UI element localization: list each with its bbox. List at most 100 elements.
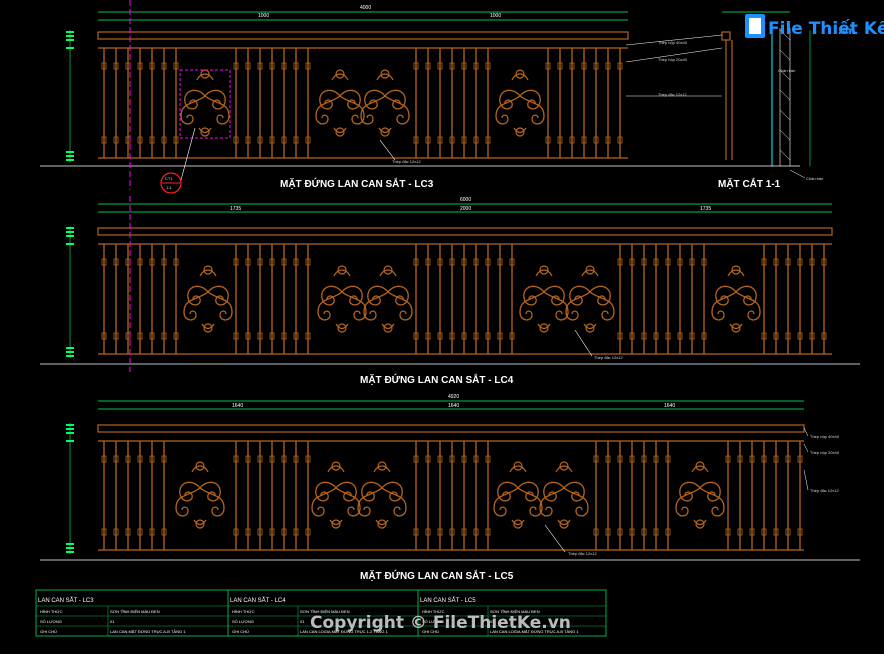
- bar-collar: [113, 136, 119, 144]
- bar-collar: [629, 455, 635, 463]
- bar-collar: [101, 62, 107, 70]
- bar-collar: [485, 528, 491, 536]
- bar-collar: [701, 332, 707, 340]
- bar-collar: [665, 332, 671, 340]
- bar-collar: [473, 258, 479, 266]
- bar-collar: [233, 332, 239, 340]
- bar-collar: [161, 528, 167, 536]
- bar-collar: [593, 62, 599, 70]
- bar-collar: [437, 258, 443, 266]
- bar-collar: [449, 258, 455, 266]
- bar-collar: [137, 62, 143, 70]
- bar-collar: [281, 455, 287, 463]
- bar-collar: [245, 455, 251, 463]
- table-label: GHI CHÚ: [40, 629, 57, 634]
- bar-collar: [749, 455, 755, 463]
- bar-collar: [149, 136, 155, 144]
- bar-collar: [761, 258, 767, 266]
- bar-collar: [725, 455, 731, 463]
- bar-collar: [113, 332, 119, 340]
- bar-collar: [113, 258, 119, 266]
- bar-collar: [593, 455, 599, 463]
- bar-collar: [125, 528, 131, 536]
- bar-collar: [257, 455, 263, 463]
- table-label: HÌNH THỨC: [40, 609, 63, 614]
- lc5-side-note-2: Thép hộp 20x40: [810, 450, 840, 455]
- bar-collar: [449, 136, 455, 144]
- bar-collar: [689, 258, 695, 266]
- bar-collar: [461, 455, 467, 463]
- bar-collar: [485, 258, 491, 266]
- bar-collar: [761, 455, 767, 463]
- bar-collar: [461, 332, 467, 340]
- bar-collar: [641, 528, 647, 536]
- bar-collar: [473, 136, 479, 144]
- bar-collar: [773, 258, 779, 266]
- bar-collar: [101, 258, 107, 266]
- bar-collar: [113, 455, 119, 463]
- bar-collar: [761, 528, 767, 536]
- bar-collar: [281, 332, 287, 340]
- bar-collar: [449, 332, 455, 340]
- bar-collar: [605, 528, 611, 536]
- bar-collar: [269, 62, 275, 70]
- bar-collar: [689, 332, 695, 340]
- bar-collar: [785, 528, 791, 536]
- bar-collar: [653, 455, 659, 463]
- bar-collar: [437, 528, 443, 536]
- bar-collar: [773, 455, 779, 463]
- lc4-title: MẶT ĐỨNG LAN CAN SẮT - LC4: [360, 373, 514, 386]
- table-header: LAN CAN SẮT - LC4: [230, 596, 286, 604]
- bar-collar: [281, 136, 287, 144]
- bar-collar: [149, 258, 155, 266]
- bar-collar: [461, 62, 467, 70]
- bar-collar: [269, 332, 275, 340]
- bar-collar: [101, 332, 107, 340]
- bar-collar: [437, 455, 443, 463]
- bar-collar: [149, 332, 155, 340]
- bar-collar: [473, 528, 479, 536]
- lc5-segment-dim-3: 1640: [664, 403, 675, 409]
- bar-collar: [101, 136, 107, 144]
- bar-collar: [293, 455, 299, 463]
- lc3-segment-dim-1: 1000: [258, 13, 269, 19]
- lc5-overall-dim: 4920: [448, 394, 459, 400]
- bar-collar: [605, 136, 611, 144]
- table-value: LAN CAN LOGIA MẶT ĐỨNG TRỤC 1-2 TẦNG 1: [300, 629, 389, 634]
- elevation-lc3: 4000 1000 1000 CT1 1-1 Thép đặc 12x12 MẶ…: [40, 0, 720, 194]
- bar-collar: [233, 62, 239, 70]
- bar-collar: [617, 455, 623, 463]
- lc3-title: MẶT ĐỨNG LAN CAN SẮT - LC3: [280, 177, 434, 190]
- bar-collar: [293, 62, 299, 70]
- bar-collar: [617, 528, 623, 536]
- table-label: HÌNH THỨC: [422, 609, 445, 614]
- bar-collar: [293, 528, 299, 536]
- bar-collar: [293, 136, 299, 144]
- lc4-segment-dim-2: 2000: [460, 206, 471, 212]
- bar-collar: [173, 258, 179, 266]
- bar-collar: [593, 136, 599, 144]
- bar-collar: [305, 62, 311, 70]
- bar-collar: [725, 528, 731, 536]
- lc3-marker-bottom: 1-1: [166, 185, 173, 190]
- bar-collar: [797, 528, 803, 536]
- bar-collar: [557, 62, 563, 70]
- table-value: SƠN TĨNH ĐIỆN MÀU ĐEN: [110, 609, 160, 614]
- bar-collar: [641, 455, 647, 463]
- bar-collar: [245, 258, 251, 266]
- bar-collar: [257, 332, 263, 340]
- bar-collar: [161, 62, 167, 70]
- bar-collar: [257, 258, 263, 266]
- lc5-title: MẶT ĐỨNG LAN CAN SẮT - LC5: [360, 569, 514, 582]
- lc4-bar-note: Thép đặc 12x12: [594, 355, 623, 360]
- bar-collar: [269, 455, 275, 463]
- bar-collar: [149, 455, 155, 463]
- bar-collar: [161, 258, 167, 266]
- bar-collar: [821, 332, 827, 340]
- table-label: SỐ LƯỢNG: [40, 619, 62, 624]
- bar-collar: [797, 258, 803, 266]
- bar-collar: [413, 136, 419, 144]
- bar-collar: [473, 62, 479, 70]
- table-label: SỐ LƯỢNG: [232, 619, 254, 624]
- bar-collar: [173, 332, 179, 340]
